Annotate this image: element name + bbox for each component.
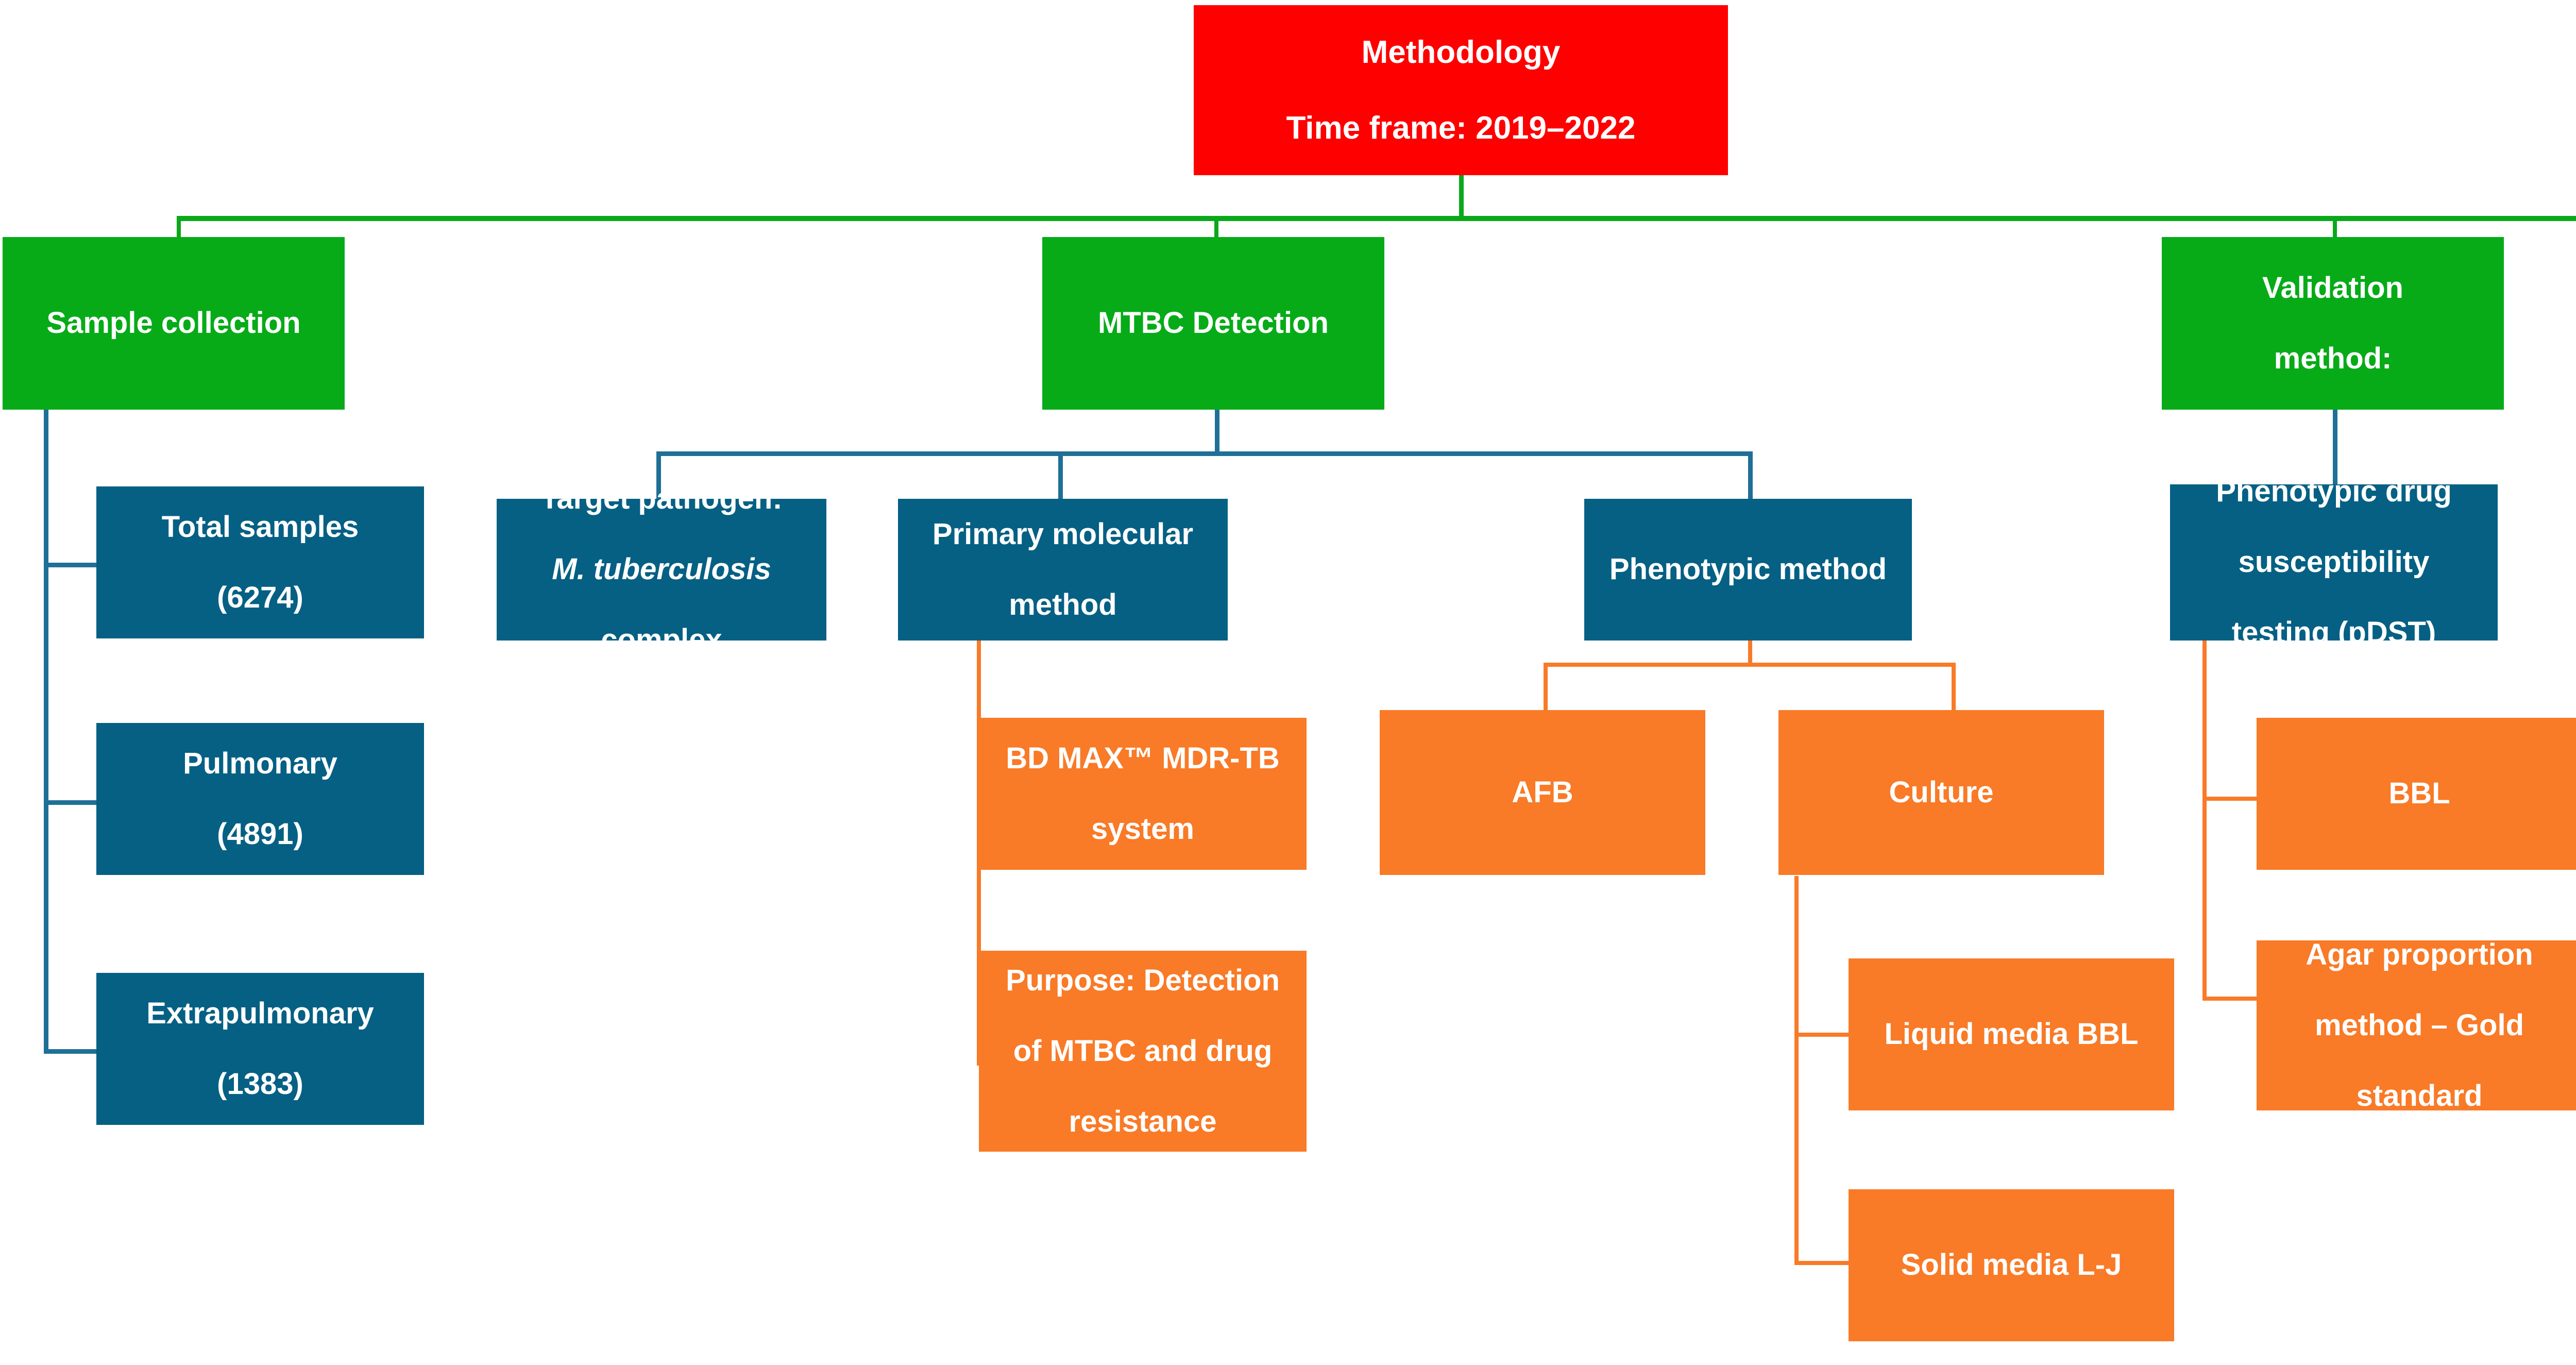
node-primary-molecular-method[interactable]: Primary molecular method	[898, 499, 1228, 641]
node-pulmonary[interactable]: Pulmonary (4891)	[96, 723, 424, 875]
validation-method-label-1: Validation	[2262, 271, 2403, 305]
node-methodology-root[interactable]: Methodology Time frame: 2019–2022	[1194, 5, 1728, 175]
bbl-label: BBL	[2388, 777, 2450, 811]
pdst-label-3: testing (pDST)	[2231, 616, 2436, 650]
connector-validation-stem	[2333, 410, 2337, 485]
bdmax-label-2: system	[1091, 812, 1194, 846]
purpose-label-2: of MTBC and drug	[1013, 1034, 1273, 1068]
connector-phenotypic-drop-afb	[1544, 663, 1548, 710]
liquid-media-label: Liquid media BBL	[1884, 1017, 2139, 1051]
connector-mtbc-bus	[656, 451, 1753, 456]
root-timeframe: Time frame: 2019–2022	[1286, 110, 1636, 146]
connector-mtbc-drop-primary	[1058, 451, 1063, 502]
purpose-label-1: Purpose: Detection	[1006, 963, 1280, 997]
connector-sample-arm-1	[44, 563, 98, 567]
connector-mtbc-drop-phenotypic	[1748, 451, 1753, 502]
connector-sample-arm-3	[44, 1049, 98, 1054]
total-samples-count: (6274)	[217, 580, 303, 614]
node-afb[interactable]: AFB	[1380, 710, 1705, 875]
connector-culture-arm-1	[1794, 1033, 1849, 1037]
node-purpose-detection[interactable]: Purpose: Detection of MTBC and drug resi…	[979, 951, 1307, 1152]
connector-pdst-spine	[2202, 641, 2207, 1001]
root-title: Methodology	[1361, 35, 1561, 71]
node-target-pathogen[interactable]: Target pathogen: M. tuberculosis complex	[497, 482, 826, 656]
validation-method-label-2: method:	[2274, 341, 2392, 375]
node-phenotypic-method[interactable]: Phenotypic method	[1584, 499, 1912, 641]
node-liquid-media-bbl[interactable]: Liquid media BBL	[1849, 958, 2174, 1110]
connector-root-stem	[1459, 175, 1464, 220]
target-pathogen-species: M. tuberculosis	[552, 552, 771, 586]
node-bdmax-system[interactable]: BD MAX™ MDR-TB system	[979, 718, 1307, 870]
connector-mtbc-drop-target	[656, 451, 661, 502]
connector-mtbc-stem	[1215, 410, 1219, 455]
connector-drop-validation-method	[2333, 216, 2337, 240]
connector-level1-bus	[177, 216, 2576, 221]
node-solid-media-lj[interactable]: Solid media L-J	[1849, 1189, 2174, 1341]
pulmonary-label: Pulmonary	[183, 746, 337, 780]
solid-media-label: Solid media L-J	[1901, 1248, 2122, 1282]
sample-collection-label: Sample collection	[46, 306, 301, 340]
node-validation-method[interactable]: Validation method:	[2162, 237, 2504, 410]
node-sample-collection[interactable]: Sample collection	[3, 237, 345, 410]
culture-label: Culture	[1889, 775, 1994, 809]
node-extrapulmonary[interactable]: Extrapulmonary (1383)	[96, 973, 424, 1125]
primary-molecular-label-1: Primary molecular	[932, 517, 1194, 551]
connector-sample-arm-2	[44, 800, 98, 805]
pulmonary-count: (4891)	[217, 817, 303, 851]
pdst-label-1: Phenotypic drug	[2216, 475, 2452, 509]
pdst-label-2: susceptibility	[2238, 545, 2430, 579]
agar-label-1: Agar proportion	[2306, 937, 2533, 971]
connector-phenotypic-bus	[1544, 663, 1956, 667]
connector-phenotypic-drop-culture	[1952, 663, 1956, 710]
extrapulmonary-label: Extrapulmonary	[146, 996, 374, 1030]
primary-molecular-label-2: method	[1009, 587, 1117, 621]
node-pdst[interactable]: Phenotypic drug susceptibility testing (…	[2170, 475, 2498, 649]
connector-culture-spine	[1794, 876, 1799, 1265]
agar-label-3: standard	[2356, 1078, 2483, 1113]
extrapulmonary-count: (1383)	[217, 1067, 303, 1101]
connector-phenotypic-stem	[1748, 641, 1752, 666]
node-total-samples[interactable]: Total samples (6274)	[96, 486, 424, 638]
connector-drop-sample-collection	[177, 216, 181, 240]
target-pathogen-label: Target pathogen:	[540, 482, 783, 516]
node-bbl[interactable]: BBL	[2257, 718, 2576, 870]
node-mtbc-detection[interactable]: MTBC Detection	[1042, 237, 1384, 410]
agar-label-2: method – Gold	[2315, 1008, 2524, 1042]
total-samples-label: Total samples	[161, 510, 359, 544]
bdmax-label-1: BD MAX™ MDR-TB	[1006, 741, 1280, 775]
mtbc-detection-label: MTBC Detection	[1098, 306, 1329, 340]
connector-pdst-arm-1	[2202, 797, 2257, 801]
connector-sample-spine	[44, 410, 48, 1054]
node-culture[interactable]: Culture	[1778, 710, 2104, 875]
node-agar-proportion[interactable]: Agar proportion method – Gold standard	[2257, 937, 2576, 1113]
target-pathogen-complex: complex	[601, 623, 722, 657]
connector-drop-mtbc-detection	[1214, 216, 1218, 240]
connector-pdst-arm-2	[2202, 997, 2257, 1001]
purpose-label-3: resistance	[1069, 1104, 1217, 1138]
connector-culture-arm-2	[1794, 1261, 1849, 1265]
afb-label: AFB	[1512, 775, 1573, 809]
phenotypic-method-label: Phenotypic method	[1609, 552, 1887, 586]
